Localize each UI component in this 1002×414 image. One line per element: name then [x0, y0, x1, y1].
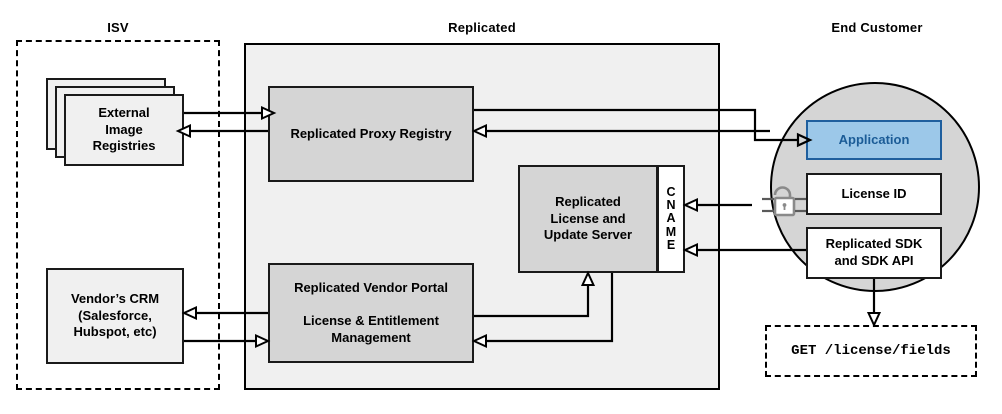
cname-letter-3: A [666, 211, 676, 226]
cname-letter-1: C [666, 184, 676, 199]
proxy-registry-label: Replicated Proxy Registry [290, 125, 452, 141]
license-id-label: License ID [841, 185, 907, 201]
node-license-id[interactable]: License ID [806, 173, 942, 215]
isv-boundary [16, 40, 220, 390]
replicated-sdk-line-1: Replicated SDK [825, 236, 923, 252]
group-title-isv: ISV [107, 20, 129, 35]
cname-letter-2: N [666, 198, 676, 213]
cname-letter-5: E [666, 237, 676, 252]
group-title-replicated: Replicated [448, 20, 516, 35]
license-server-line-2: License and [550, 210, 626, 226]
node-external-image-registries[interactable]: External Image Registries [64, 94, 184, 166]
external-registries-line-1: External [98, 105, 150, 121]
vendor-crm-line-3: Hubspot, etc) [73, 324, 157, 340]
vendor-portal-line-2: License & Entitlement [303, 313, 439, 328]
group-title-end-customer: End Customer [831, 20, 923, 35]
vendor-portal-line-3: Management [331, 329, 411, 345]
node-replicated-license-update-server[interactable]: Replicated License and Update Server [518, 165, 658, 273]
node-replicated-sdk[interactable]: Replicated SDK and SDK API [806, 227, 942, 279]
external-registries-line-3: Registries [92, 138, 156, 154]
node-replicated-proxy-registry[interactable]: Replicated Proxy Registry [268, 86, 474, 182]
vendor-crm-line-1: Vendor’s CRM [70, 291, 160, 307]
application-label: Application [838, 131, 910, 147]
license-server-line-1: Replicated [555, 194, 621, 210]
vendor-portal-line-1: Replicated Vendor Portal [294, 279, 448, 295]
license-server-line-3: Update Server [543, 227, 633, 243]
replicated-sdk-line-2: and SDK API [834, 253, 914, 268]
external-registries-line-2: Image [105, 121, 143, 137]
node-api-request[interactable]: GET /license/fields [765, 325, 977, 377]
vendor-crm-line-2: (Salesforce, [78, 307, 152, 323]
node-replicated-vendor-portal[interactable]: Replicated Vendor Portal License & Entit… [268, 263, 474, 363]
node-vendor-crm[interactable]: Vendor’s CRM (Salesforce, Hubspot, etc) [46, 268, 184, 364]
api-request-label: GET /license/fields [791, 343, 951, 359]
node-application[interactable]: Application [806, 120, 942, 160]
cname-letter-4: M [665, 224, 677, 239]
node-cname-strip[interactable]: C N A M E [657, 165, 685, 273]
